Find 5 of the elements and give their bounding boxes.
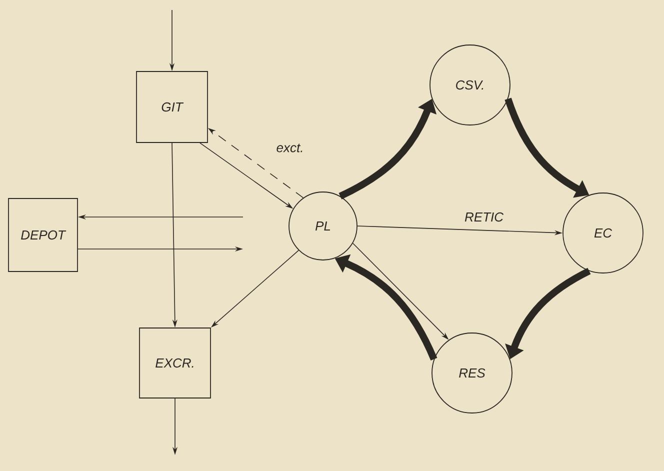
edge-label: RETIC [464, 212, 504, 222]
edge-label: exct. [276, 144, 302, 152]
compartment-box: GIT [136, 71, 208, 143]
compartment-box: EXCR. [139, 328, 211, 398]
compartment-box: DEPOT [8, 198, 78, 272]
